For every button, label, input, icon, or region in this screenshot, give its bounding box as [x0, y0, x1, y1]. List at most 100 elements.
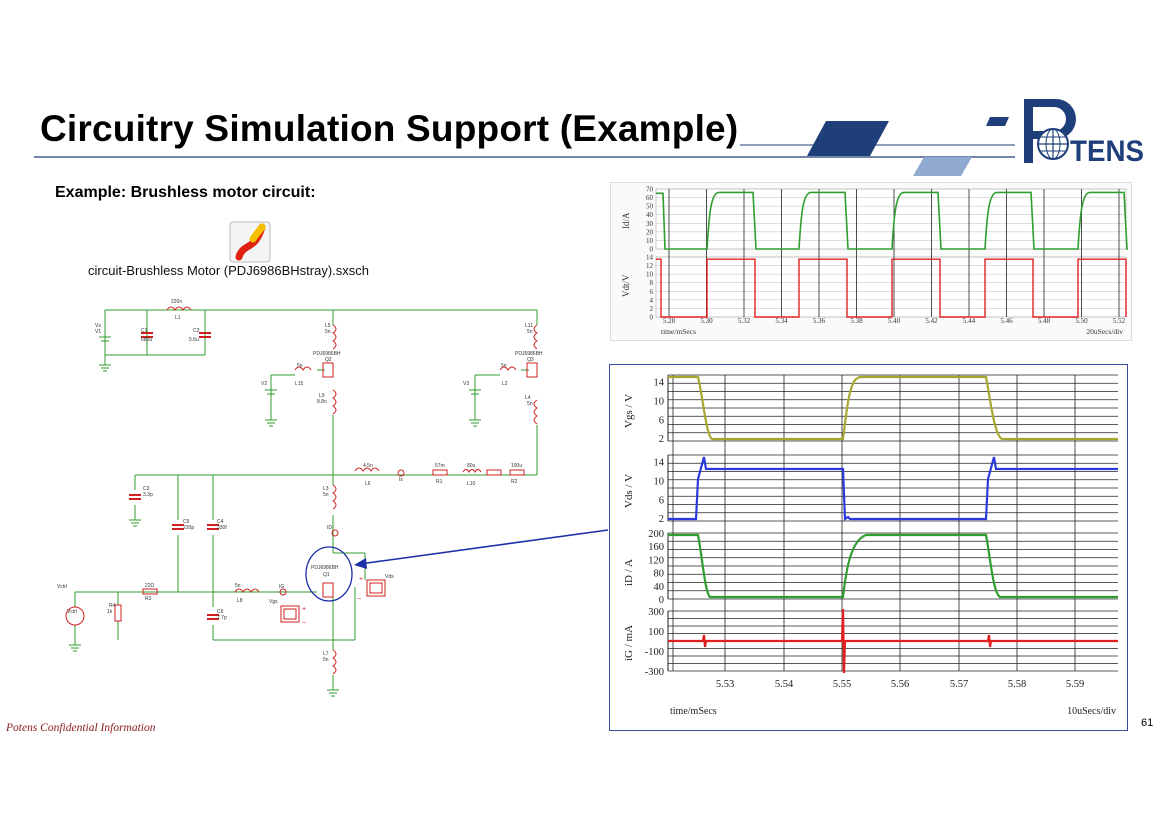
y-tick-label: 14	[654, 458, 665, 469]
svg-text:Vds: Vds	[385, 574, 394, 580]
x-tick-label: 5.40	[888, 317, 901, 325]
y-tick-label: 14	[646, 254, 654, 262]
y-tick-label: 2	[659, 434, 664, 445]
svg-text:680u: 680u	[141, 337, 152, 343]
svg-text:C6: C6	[217, 609, 224, 615]
y-tick-label: 0	[650, 314, 654, 322]
x-tick-label: 5.30	[700, 317, 713, 325]
svg-text:Q1: Q1	[323, 572, 330, 578]
circuit-schematic: 220n L1 C1 680u C2 5.6u Vs V1 L5 5n L11 …	[57, 299, 543, 697]
svg-text:L10: L10	[467, 481, 476, 487]
y-axis-label: Vgs / V	[623, 394, 635, 428]
svg-text:7.7p: 7.7p	[217, 615, 227, 621]
svg-text:L8: L8	[237, 598, 243, 604]
svg-text:L4: L4	[525, 395, 531, 401]
y-axis-label: iG / mA	[623, 625, 635, 661]
y-tick-label: 6	[659, 415, 664, 426]
svg-text:R2: R2	[511, 479, 518, 485]
x-tick-label: 5.38	[850, 317, 863, 325]
y-tick-label: 70	[646, 186, 654, 194]
y-tick-label: 30	[646, 220, 654, 228]
x-division-label: 10uSecs/div	[1067, 706, 1116, 717]
y-tick-label: -100	[645, 647, 664, 658]
y-tick-label: 40	[654, 582, 665, 593]
svg-text:L7: L7	[323, 651, 329, 657]
title-decoration	[34, 117, 1015, 176]
y-tick-label: 12	[646, 262, 654, 270]
svg-text:220p: 220p	[183, 525, 194, 531]
svg-text:4.5n: 4.5n	[363, 463, 373, 469]
y-tick-label: 200	[648, 529, 664, 540]
y-tick-label: -300	[645, 667, 664, 678]
panel-frame	[655, 188, 1127, 250]
svg-text:L1: L1	[175, 315, 181, 321]
id-current-waveform	[656, 191, 1128, 250]
svg-text:100u: 100u	[511, 463, 522, 469]
y-axis-label: iD / A	[623, 559, 635, 586]
x-axis-label: time/mSecs	[670, 706, 717, 717]
svg-text:V2: V2	[261, 381, 267, 387]
svg-text:V1: V1	[95, 329, 101, 335]
y-tick-label: 8	[650, 279, 654, 287]
x-tick-label: 5.34	[775, 317, 788, 325]
x-axis-label: time/mSecs	[661, 327, 696, 336]
svg-text:V3: V3	[463, 381, 469, 387]
svg-text:3.3p: 3.3p	[143, 492, 153, 498]
svg-text:1k: 1k	[107, 609, 113, 615]
svg-text:5n: 5n	[235, 583, 241, 589]
x-tick-label: 5.56	[891, 679, 909, 690]
y-axis-label: Vds / V	[623, 474, 635, 508]
svg-text:L9: L9	[319, 393, 325, 399]
panel-frame	[655, 256, 1127, 318]
vgs-waveform	[668, 375, 1118, 441]
y-tick-label: 6	[650, 288, 654, 296]
svg-text:5n: 5n	[325, 329, 331, 335]
y-tick-label: 6	[659, 495, 664, 506]
y-axis-label: Vdt/V	[621, 274, 631, 297]
svg-text:−: −	[302, 620, 306, 627]
x-tick-label: 5.36	[813, 317, 826, 325]
svg-text:L11: L11	[525, 323, 533, 329]
y-tick-label: 2	[659, 514, 664, 525]
svg-text:Q3: Q3	[527, 357, 534, 363]
y-tick-label: 0	[659, 595, 664, 606]
svg-text:C5: C5	[183, 519, 190, 525]
y-tick-label: 80	[654, 569, 665, 580]
vgt-voltage-waveform	[656, 258, 1127, 318]
svg-text:PDJ6986BH: PDJ6986BH	[313, 351, 341, 357]
vds-waveform	[668, 456, 1118, 522]
svg-text:PDJ6986BH: PDJ6986BH	[311, 565, 339, 571]
svg-text:Q2: Q2	[325, 357, 332, 363]
y-tick-label: 160	[648, 542, 664, 553]
potens-logo: TENS	[1020, 97, 1148, 168]
y-tick-label: 40	[646, 211, 654, 219]
y-tick-label: 50	[646, 203, 654, 211]
svg-text:5n: 5n	[501, 363, 507, 369]
x-tick-label: 5.55	[833, 679, 851, 690]
y-tick-label: 0	[650, 246, 654, 254]
ig-waveform	[668, 608, 1118, 674]
y-tick-label: 300	[648, 607, 664, 618]
x-tick-label: 5.32	[738, 317, 751, 325]
x-tick-label: 5.58	[1008, 679, 1026, 690]
file-name[interactable]: circuit-Brushless Motor (PDJ6986BHstray)…	[88, 263, 370, 278]
svg-text:22Ω: 22Ω	[145, 583, 155, 589]
simetrix-file-icon[interactable]	[229, 221, 271, 263]
y-tick-label: 10	[654, 396, 665, 407]
y-tick-label: 10	[646, 237, 654, 245]
svg-text:Vs: Vs	[95, 323, 101, 329]
x-tick-label: 5.48	[1038, 317, 1051, 325]
x-tick-label: 5.50	[1075, 317, 1088, 325]
svg-text:C1: C1	[141, 328, 148, 334]
svg-text:Vgs: Vgs	[269, 599, 278, 605]
svg-text:L5: L5	[325, 323, 331, 329]
y-tick-label: 4	[650, 296, 654, 304]
x-tick-label: 5.59	[1066, 679, 1084, 690]
y-tick-label: 120	[648, 555, 664, 566]
x-tick-label: 5.44	[963, 317, 976, 325]
slide-subtitle: Example: Brushless motor circuit:	[55, 184, 316, 201]
svg-text:C3: C3	[143, 486, 150, 492]
